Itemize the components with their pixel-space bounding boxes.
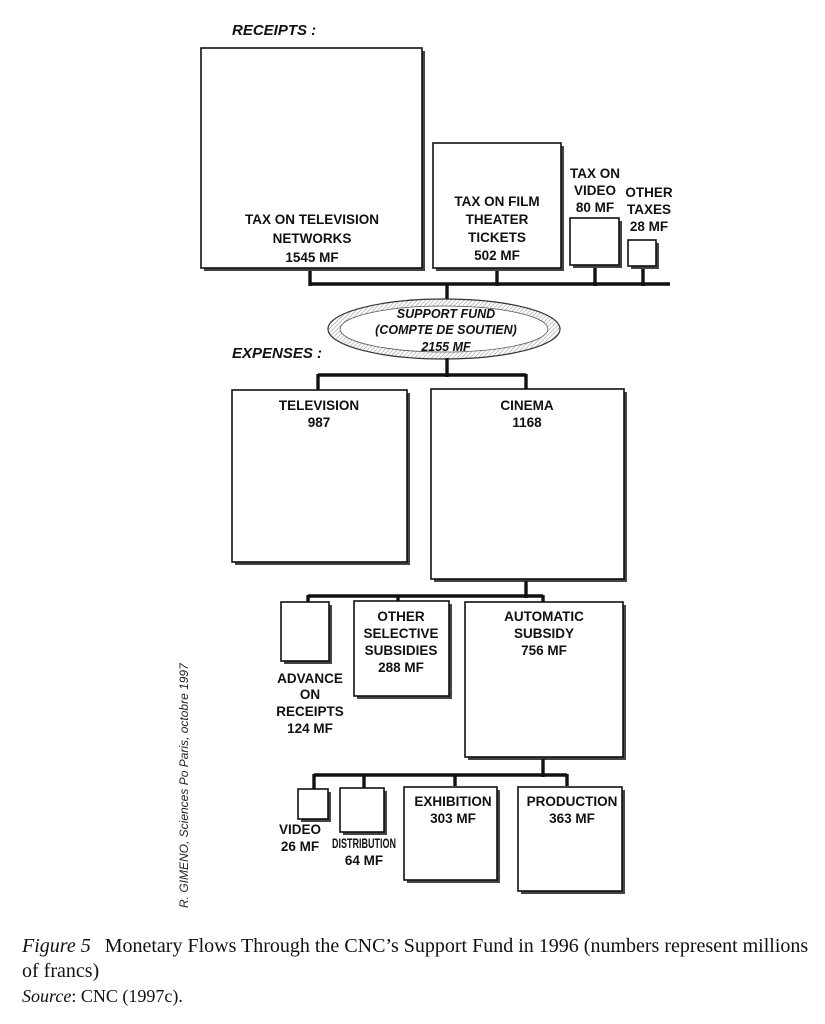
video-tax-label: TAX ON bbox=[570, 166, 620, 181]
production-label: PRODUCTION bbox=[527, 794, 618, 809]
distribution-amount: 64 MF bbox=[345, 853, 383, 868]
television-amount: 987 bbox=[308, 415, 331, 430]
automatic-amount: 756 MF bbox=[521, 643, 567, 658]
automatic-label: AUTOMATIC bbox=[504, 609, 584, 624]
video-expense-box: VIDEO 26 MF bbox=[279, 788, 331, 854]
receipts-header: RECEIPTS : bbox=[232, 22, 316, 39]
support-fund-subtitle: (COMPTE DE SOUTIEN) bbox=[375, 323, 517, 337]
source-text: : CNC (1997c). bbox=[71, 986, 183, 1006]
cinema-label: CINEMA bbox=[500, 398, 553, 413]
other-taxes-amount: 28 MF bbox=[630, 219, 668, 234]
cinema-box: CINEMA 1168 bbox=[430, 388, 627, 582]
television-box: TELEVISION 987 bbox=[231, 389, 410, 565]
selective-amount: 288 MF bbox=[378, 660, 424, 675]
distribution-box: DISTRIBUTION 64 MF bbox=[332, 787, 396, 868]
exhibition-amount: 303 MF bbox=[430, 811, 476, 826]
other-taxes-label: OTHER bbox=[625, 185, 673, 200]
tv-networks-tax-amount: 1545 MF bbox=[285, 250, 338, 265]
video-tax-amount: 80 MF bbox=[576, 200, 614, 215]
caption-source-line: Source: CNC (1997c). bbox=[22, 984, 812, 1009]
film-tickets-tax-label: TAX ON FILM bbox=[454, 194, 539, 209]
video-expense-label: VIDEO bbox=[279, 822, 321, 837]
exhibition-box: EXHIBITION 303 MF bbox=[403, 786, 500, 883]
film-tickets-tax-label: TICKETS bbox=[468, 230, 526, 245]
video-tax-box: TAX ON VIDEO 80 MF bbox=[569, 166, 622, 268]
video-tax-label: VIDEO bbox=[574, 183, 616, 198]
production-box: PRODUCTION 363 MF bbox=[517, 786, 625, 894]
advance-on-receipts-box: ADVANCE ON RECEIPTS 124 MF bbox=[276, 601, 344, 736]
film-tickets-tax-label: THEATER bbox=[466, 212, 529, 227]
selective-label: SUBSIDIES bbox=[365, 643, 438, 658]
automatic-subsidy-connector bbox=[312, 759, 569, 790]
author-credit: R. GIMENO, Sciences Po Paris, octobre 19… bbox=[177, 662, 191, 908]
selective-label: OTHER bbox=[377, 609, 425, 624]
other-taxes-box: OTHER TAXES 28 MF bbox=[625, 185, 673, 269]
film-tickets-tax-amount: 502 MF bbox=[474, 248, 520, 263]
television-label: TELEVISION bbox=[279, 398, 359, 413]
tv-networks-tax-label: NETWORKS bbox=[273, 231, 352, 246]
cinema-amount: 1168 bbox=[512, 415, 542, 430]
video-expense-amount: 26 MF bbox=[281, 839, 319, 854]
advance-amount: 124 MF bbox=[287, 721, 333, 736]
support-fund-amount: 2155 MF bbox=[420, 340, 471, 354]
tv-networks-tax-box: TAX ON TELEVISION NETWORKS 1545 MF bbox=[200, 47, 425, 271]
support-fund-title: SUPPORT FUND bbox=[397, 307, 495, 321]
selective-subsidies-box: OTHER SELECTIVE SUBSIDIES 288 MF bbox=[353, 600, 452, 699]
source-label: Source bbox=[22, 986, 72, 1006]
expenses-header: EXPENSES : bbox=[232, 345, 322, 362]
distribution-label: DISTRIBUTION bbox=[332, 836, 396, 851]
film-tickets-tax-box: TAX ON FILM THEATER TICKETS 502 MF bbox=[432, 142, 564, 271]
flow-diagram: RECEIPTS : EXPENSES : TAX ON TELEVISION … bbox=[177, 22, 673, 908]
automatic-subsidy-box: AUTOMATIC SUBSIDY 756 MF bbox=[464, 601, 626, 760]
advance-label: RECEIPTS bbox=[276, 704, 344, 719]
tv-networks-tax-label: TAX ON TELEVISION bbox=[245, 212, 379, 227]
selective-label: SELECTIVE bbox=[363, 626, 438, 641]
other-taxes-label: TAXES bbox=[627, 202, 671, 217]
automatic-label: SUBSIDY bbox=[514, 626, 574, 641]
exhibition-label: EXHIBITION bbox=[414, 794, 491, 809]
support-fund-ellipse: SUPPORT FUND (COMPTE DE SOUTIEN) 2155 MF bbox=[327, 298, 561, 360]
caption-text: Monetary Flows Through the CNC’s Support… bbox=[22, 935, 809, 982]
advance-label: ON bbox=[300, 687, 320, 702]
figure-label: Figure 5 bbox=[22, 935, 91, 957]
advance-label: ADVANCE bbox=[277, 671, 343, 686]
expenses-connector bbox=[316, 358, 528, 391]
production-amount: 363 MF bbox=[549, 811, 595, 826]
